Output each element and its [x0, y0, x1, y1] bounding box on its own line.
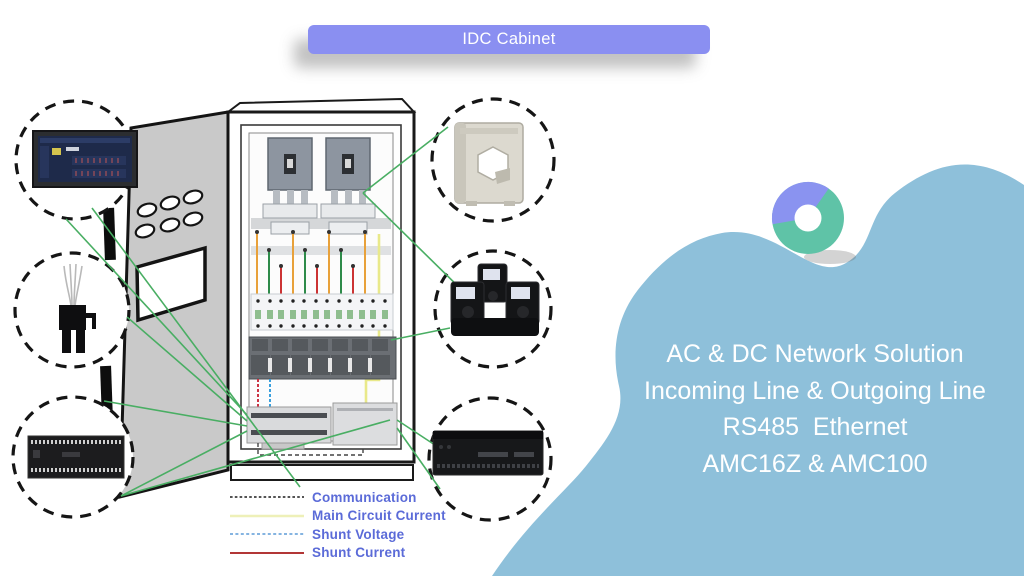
- shunt-connector-icon: [59, 263, 96, 353]
- main-circuit-wires: [255, 230, 367, 296]
- cabinet-door: [100, 110, 230, 499]
- legend-label: Main Circuit Current: [312, 508, 446, 524]
- legend-label: Shunt Current: [312, 545, 406, 561]
- cabinet: [225, 97, 417, 481]
- banner-title: IDC Cabinet: [462, 30, 556, 48]
- door-vents: [134, 189, 204, 239]
- door-window: [135, 245, 207, 323]
- connector-lines: [65, 126, 471, 497]
- solution-line-4: AMC16Z & AMC100: [702, 449, 928, 478]
- donut-chart-icon: [771, 181, 856, 264]
- solution-line-1: AC & DC Network Solution: [666, 340, 964, 368]
- amc-rack-devices: [246, 402, 398, 450]
- wire-legend: Communication Main Circuit Current Shunt…: [228, 488, 446, 562]
- legend-label: Shunt Voltage: [312, 526, 405, 542]
- din-rail: [251, 218, 391, 229]
- mini-breaker-row: [250, 293, 394, 331]
- three-phase-ct-icon: [450, 263, 540, 336]
- communication-line-sample: [230, 496, 304, 499]
- legend-row-shunt-voltage: Shunt Voltage: [228, 525, 446, 544]
- mccb-breaker: [262, 137, 318, 235]
- solution-line-3: RS485 Ethernet: [722, 413, 908, 441]
- main-circuit-line-sample: [230, 514, 304, 517]
- cabinet-interior: [246, 137, 398, 456]
- callout-circle-middle-right: [433, 249, 553, 369]
- split-core-ct-icon: [454, 122, 524, 206]
- legend-label: Communication: [312, 489, 417, 505]
- touchscreen-display-icon: [32, 130, 138, 188]
- ct-row: [248, 336, 397, 380]
- title-banner: IDC Cabinet: [308, 25, 710, 54]
- communication-wire: [257, 443, 364, 456]
- solution-blob-shape: [492, 164, 1024, 576]
- legend-row-main-circuit: Main Circuit Current: [228, 507, 446, 526]
- mccb-breaker: [320, 137, 376, 235]
- shunt-voltage-line-sample: [230, 533, 304, 536]
- rack-device-icon: [432, 430, 544, 476]
- din-rail-device-icon: [27, 435, 125, 479]
- legend-row-communication: Communication: [228, 488, 446, 507]
- din-rail: [251, 246, 391, 255]
- solution-text-block: AC & DC Network Solution Incoming Line &…: [600, 336, 1024, 482]
- shunt-current-line-sample: [230, 551, 304, 554]
- door-hinge: [103, 207, 116, 261]
- solution-line-2: Incoming Line & Outgoing Line: [644, 376, 986, 405]
- legend-row-shunt-current: Shunt Current: [228, 544, 446, 563]
